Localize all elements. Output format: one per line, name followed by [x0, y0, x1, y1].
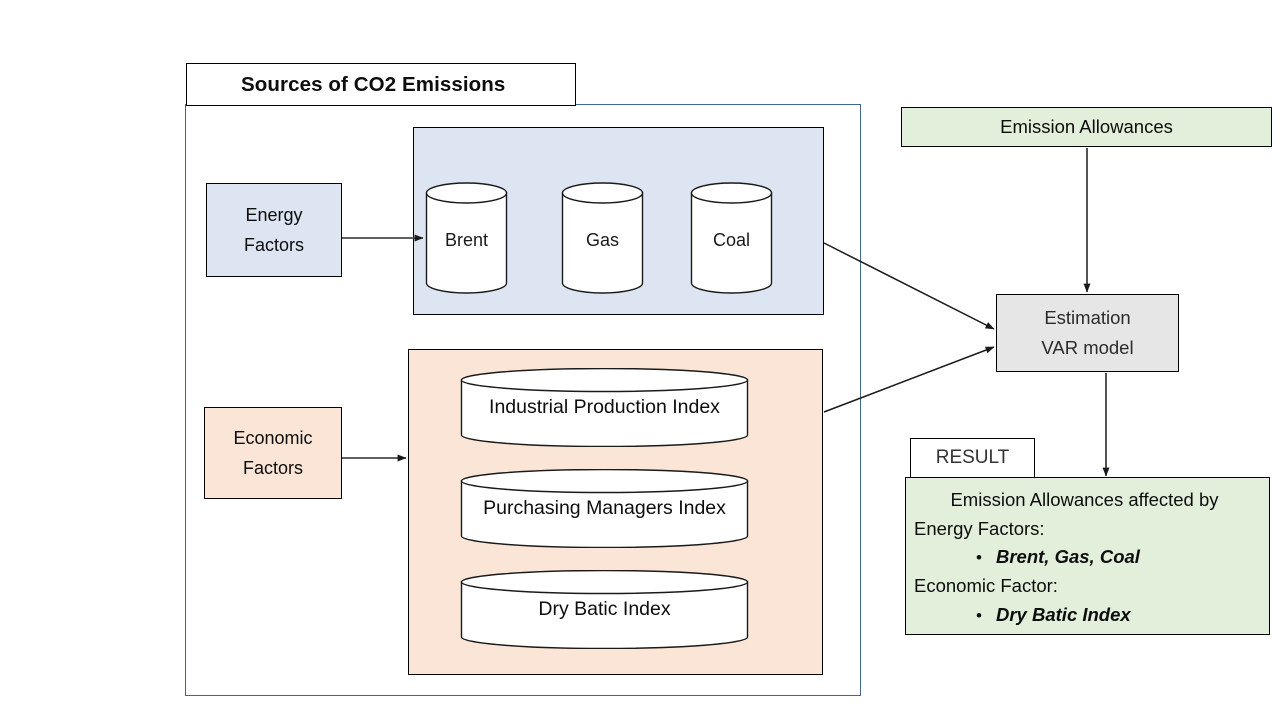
database-node-purchasing-managers-index[interactable]: Purchasing Managers Index: [460, 468, 749, 549]
result-tab: RESULT: [910, 438, 1035, 478]
emission-allowances-label: Emission Allowances: [1000, 116, 1173, 137]
result-economic-items: Dry Batic Index: [996, 603, 1131, 625]
result-economic-heading: Economic Factor:: [914, 575, 1058, 597]
estimation-label-line1: Estimation: [1044, 307, 1131, 329]
result-headline: Emission Allowances affected by: [950, 489, 1219, 510]
result-energy-heading: Energy Factors:: [914, 517, 1045, 539]
cylinder-icon: [561, 182, 644, 294]
economic-factors-box[interactable]: Economic Factors: [204, 407, 342, 499]
database-node-coal[interactable]: Coal: [690, 182, 773, 294]
economic-factors-label-line2: Factors: [242, 458, 303, 478]
cylinder-icon: [425, 182, 508, 294]
cylinder-icon: [460, 468, 749, 549]
energy-factors-box[interactable]: Energy Factors: [206, 183, 342, 277]
cylinder-icon: [460, 367, 749, 448]
result-energy-bullet: • Brent, Gas, Coal: [914, 543, 1259, 572]
cylinder-icon: [690, 182, 773, 294]
database-node-dry-batic-index[interactable]: Dry Batic Index: [460, 569, 749, 650]
result-tab-label: RESULT: [935, 447, 1010, 468]
emission-allowances-box[interactable]: Emission Allowances: [901, 107, 1272, 147]
result-box: Emission Allowances affected by Energy F…: [905, 477, 1270, 635]
estimation-label-line2: VAR model: [1041, 337, 1134, 358]
economic-factors-label-line1: Economic: [233, 427, 313, 448]
energy-factors-label-line1: Energy: [245, 204, 303, 225]
estimation-var-model-box[interactable]: Estimation VAR model: [996, 294, 1179, 372]
sources-title-box: Sources of CO2 Emissions: [186, 63, 576, 106]
result-energy-items: Brent, Gas, Coal: [996, 546, 1140, 568]
result-economic-bullet: • Dry Batic Index: [914, 601, 1259, 630]
bullet-icon: •: [976, 605, 982, 625]
energy-factors-label-line2: Factors: [243, 235, 304, 255]
cylinder-icon: [460, 569, 749, 650]
page-title: Sources of CO2 Emissions: [241, 72, 506, 96]
database-node-industrial-production-index[interactable]: Industrial Production Index: [460, 367, 749, 448]
database-node-gas[interactable]: Gas: [561, 182, 644, 294]
database-node-brent[interactable]: Brent: [425, 182, 508, 294]
bullet-icon: •: [976, 548, 982, 568]
